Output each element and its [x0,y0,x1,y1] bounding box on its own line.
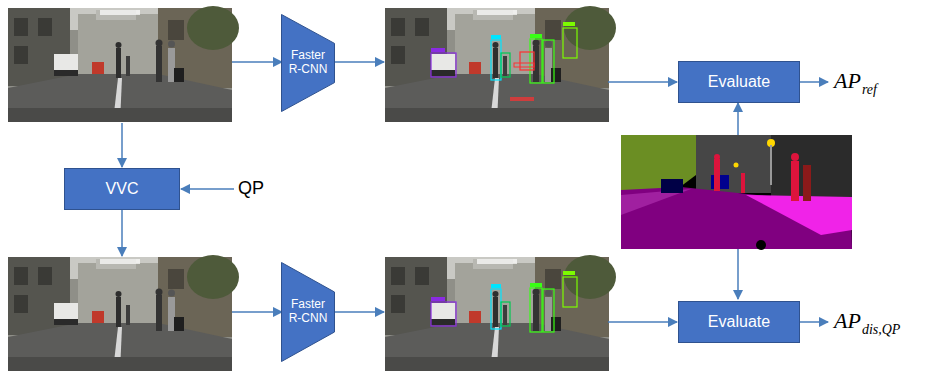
process-box: Evaluate [678,61,800,103]
node-label: Evaluate [708,73,770,91]
node-label: Faster R-CNN [285,298,331,326]
detection-photo [385,255,616,371]
metric-label: AP [834,68,861,94]
detector-trapezoid: Faster R-CNN [281,14,335,112]
node-label: Faster R-CNN [285,49,331,77]
metric-subscript: dis,QP [862,322,901,338]
flow-arrow [122,62,828,322]
street-photo [8,6,239,122]
codec-box: VVC [64,168,180,210]
node-label: Evaluate [708,313,770,331]
node-label: VVC [106,180,139,198]
metric-subscript: ref [862,82,877,98]
detection-photo [385,6,616,122]
metric-label: AP [834,308,861,334]
segmentation-map [621,135,852,250]
parameter-label: QP [238,178,264,199]
process-box: Evaluate [678,301,800,343]
detector-trapezoid: Faster R-CNN [281,262,335,362]
compressed-photo [8,255,239,371]
